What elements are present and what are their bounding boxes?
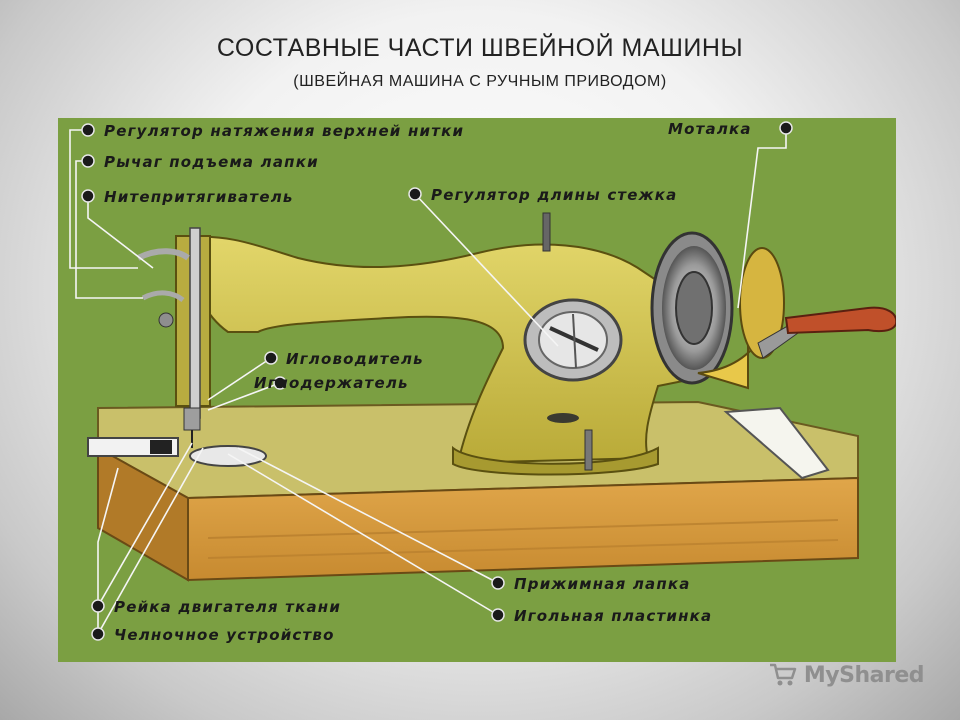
needle-assembly <box>87 227 267 467</box>
label-upper-thread-tension: Регулятор натяжения верхней нитки <box>104 122 464 140</box>
title-block: СОСТАВНЫЕ ЧАСТИ ШВЕЙНОЙ МАШИНЫ (ШВЕЙНАЯ … <box>0 34 960 91</box>
label-feed-dog: Рейка двигателя ткани <box>114 598 341 616</box>
label-needle-plate: Игольная пластинка <box>514 607 712 625</box>
slide-subtitle: (ШВЕЙНАЯ МАШИНА С РУЧНЫМ ПРИВОДОМ) <box>293 73 667 90</box>
label-presser-foot-lever: Рычаг подъема лапки <box>104 153 319 171</box>
sewing-machine-diagram: Регулятор натяжения верхней нитки Рычаг … <box>58 118 896 662</box>
label-shuttle: Челночное устройство <box>114 626 335 644</box>
label-bobbin-winder: Моталка <box>668 120 752 138</box>
watermark-text: MyShared <box>803 662 925 688</box>
label-take-up-lever: Нитепритягиватель <box>104 188 294 206</box>
needle-plate-shape <box>189 445 267 467</box>
cart-icon <box>769 663 797 686</box>
label-needle-holder: Иглодержатель <box>254 374 409 392</box>
slide-title: СОСТАВНЫЕ ЧАСТИ ШВЕЙНОЙ МАШИНЫ <box>216 34 744 62</box>
machine-body <box>184 212 699 476</box>
handwheel-assembly <box>650 231 896 390</box>
label-needle-bar: Игловодитель <box>286 350 424 368</box>
label-stitch-length-regulator: Регулятор длины стежка <box>431 186 678 204</box>
label-bullets <box>81 121 793 641</box>
label-presser-foot: Прижимная лапка <box>514 575 691 593</box>
watermark: MyShared <box>768 660 925 690</box>
